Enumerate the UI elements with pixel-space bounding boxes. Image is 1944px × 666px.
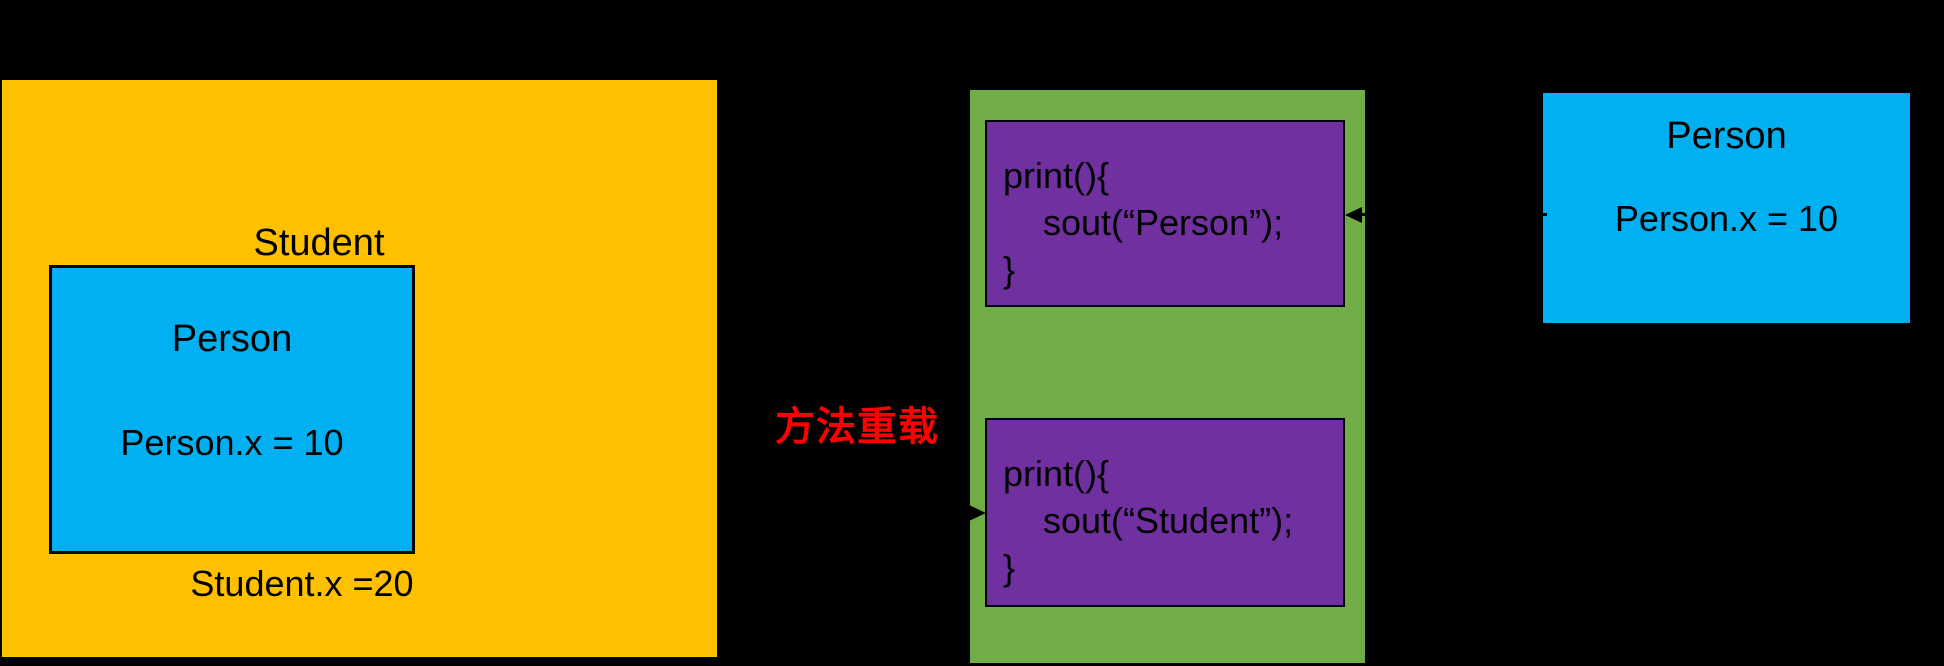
inherited-person-title: Person — [171, 318, 293, 360]
inherited-person-box: Person Person.x = 10 — [49, 265, 415, 554]
person-object-title: Person — [1666, 115, 1787, 157]
student-field: Student.x =20 — [190, 563, 414, 604]
code-line: } — [1003, 547, 1016, 588]
connector-to-person-print — [1361, 213, 1547, 216]
arrowhead-right-icon — [969, 505, 986, 521]
person-print-code: print(){ sout(“Person”); } — [987, 122, 1343, 293]
person-object-field: Person.x = 10 — [1614, 198, 1839, 239]
method-overload-annotation: 方法重载 — [775, 405, 939, 449]
method-container-box: print(){ sout(“Person”); } print(){ sout… — [970, 90, 1365, 663]
arrowhead-left-icon — [1345, 207, 1362, 223]
student-print-code: print(){ sout(“Student”); } — [987, 420, 1343, 591]
code-line: sout(“Person”); — [1043, 202, 1284, 243]
code-line: sout(“Student”); — [1043, 500, 1294, 541]
person-object-box: Person Person.x = 10 — [1543, 93, 1910, 323]
code-line: print(){ — [1003, 155, 1110, 196]
student-class-title: Student — [253, 222, 385, 264]
code-line: print(){ — [1003, 453, 1110, 494]
student-print-method-box: print(){ sout(“Student”); } — [985, 418, 1345, 607]
student-class-box: Student Person Person.x = 10 Student.x =… — [2, 80, 717, 657]
inherited-person-field: Person.x = 10 — [120, 422, 344, 463]
person-print-method-box: print(){ sout(“Person”); } — [985, 120, 1345, 307]
code-line: } — [1003, 249, 1016, 290]
connector-to-student-print — [946, 511, 970, 514]
